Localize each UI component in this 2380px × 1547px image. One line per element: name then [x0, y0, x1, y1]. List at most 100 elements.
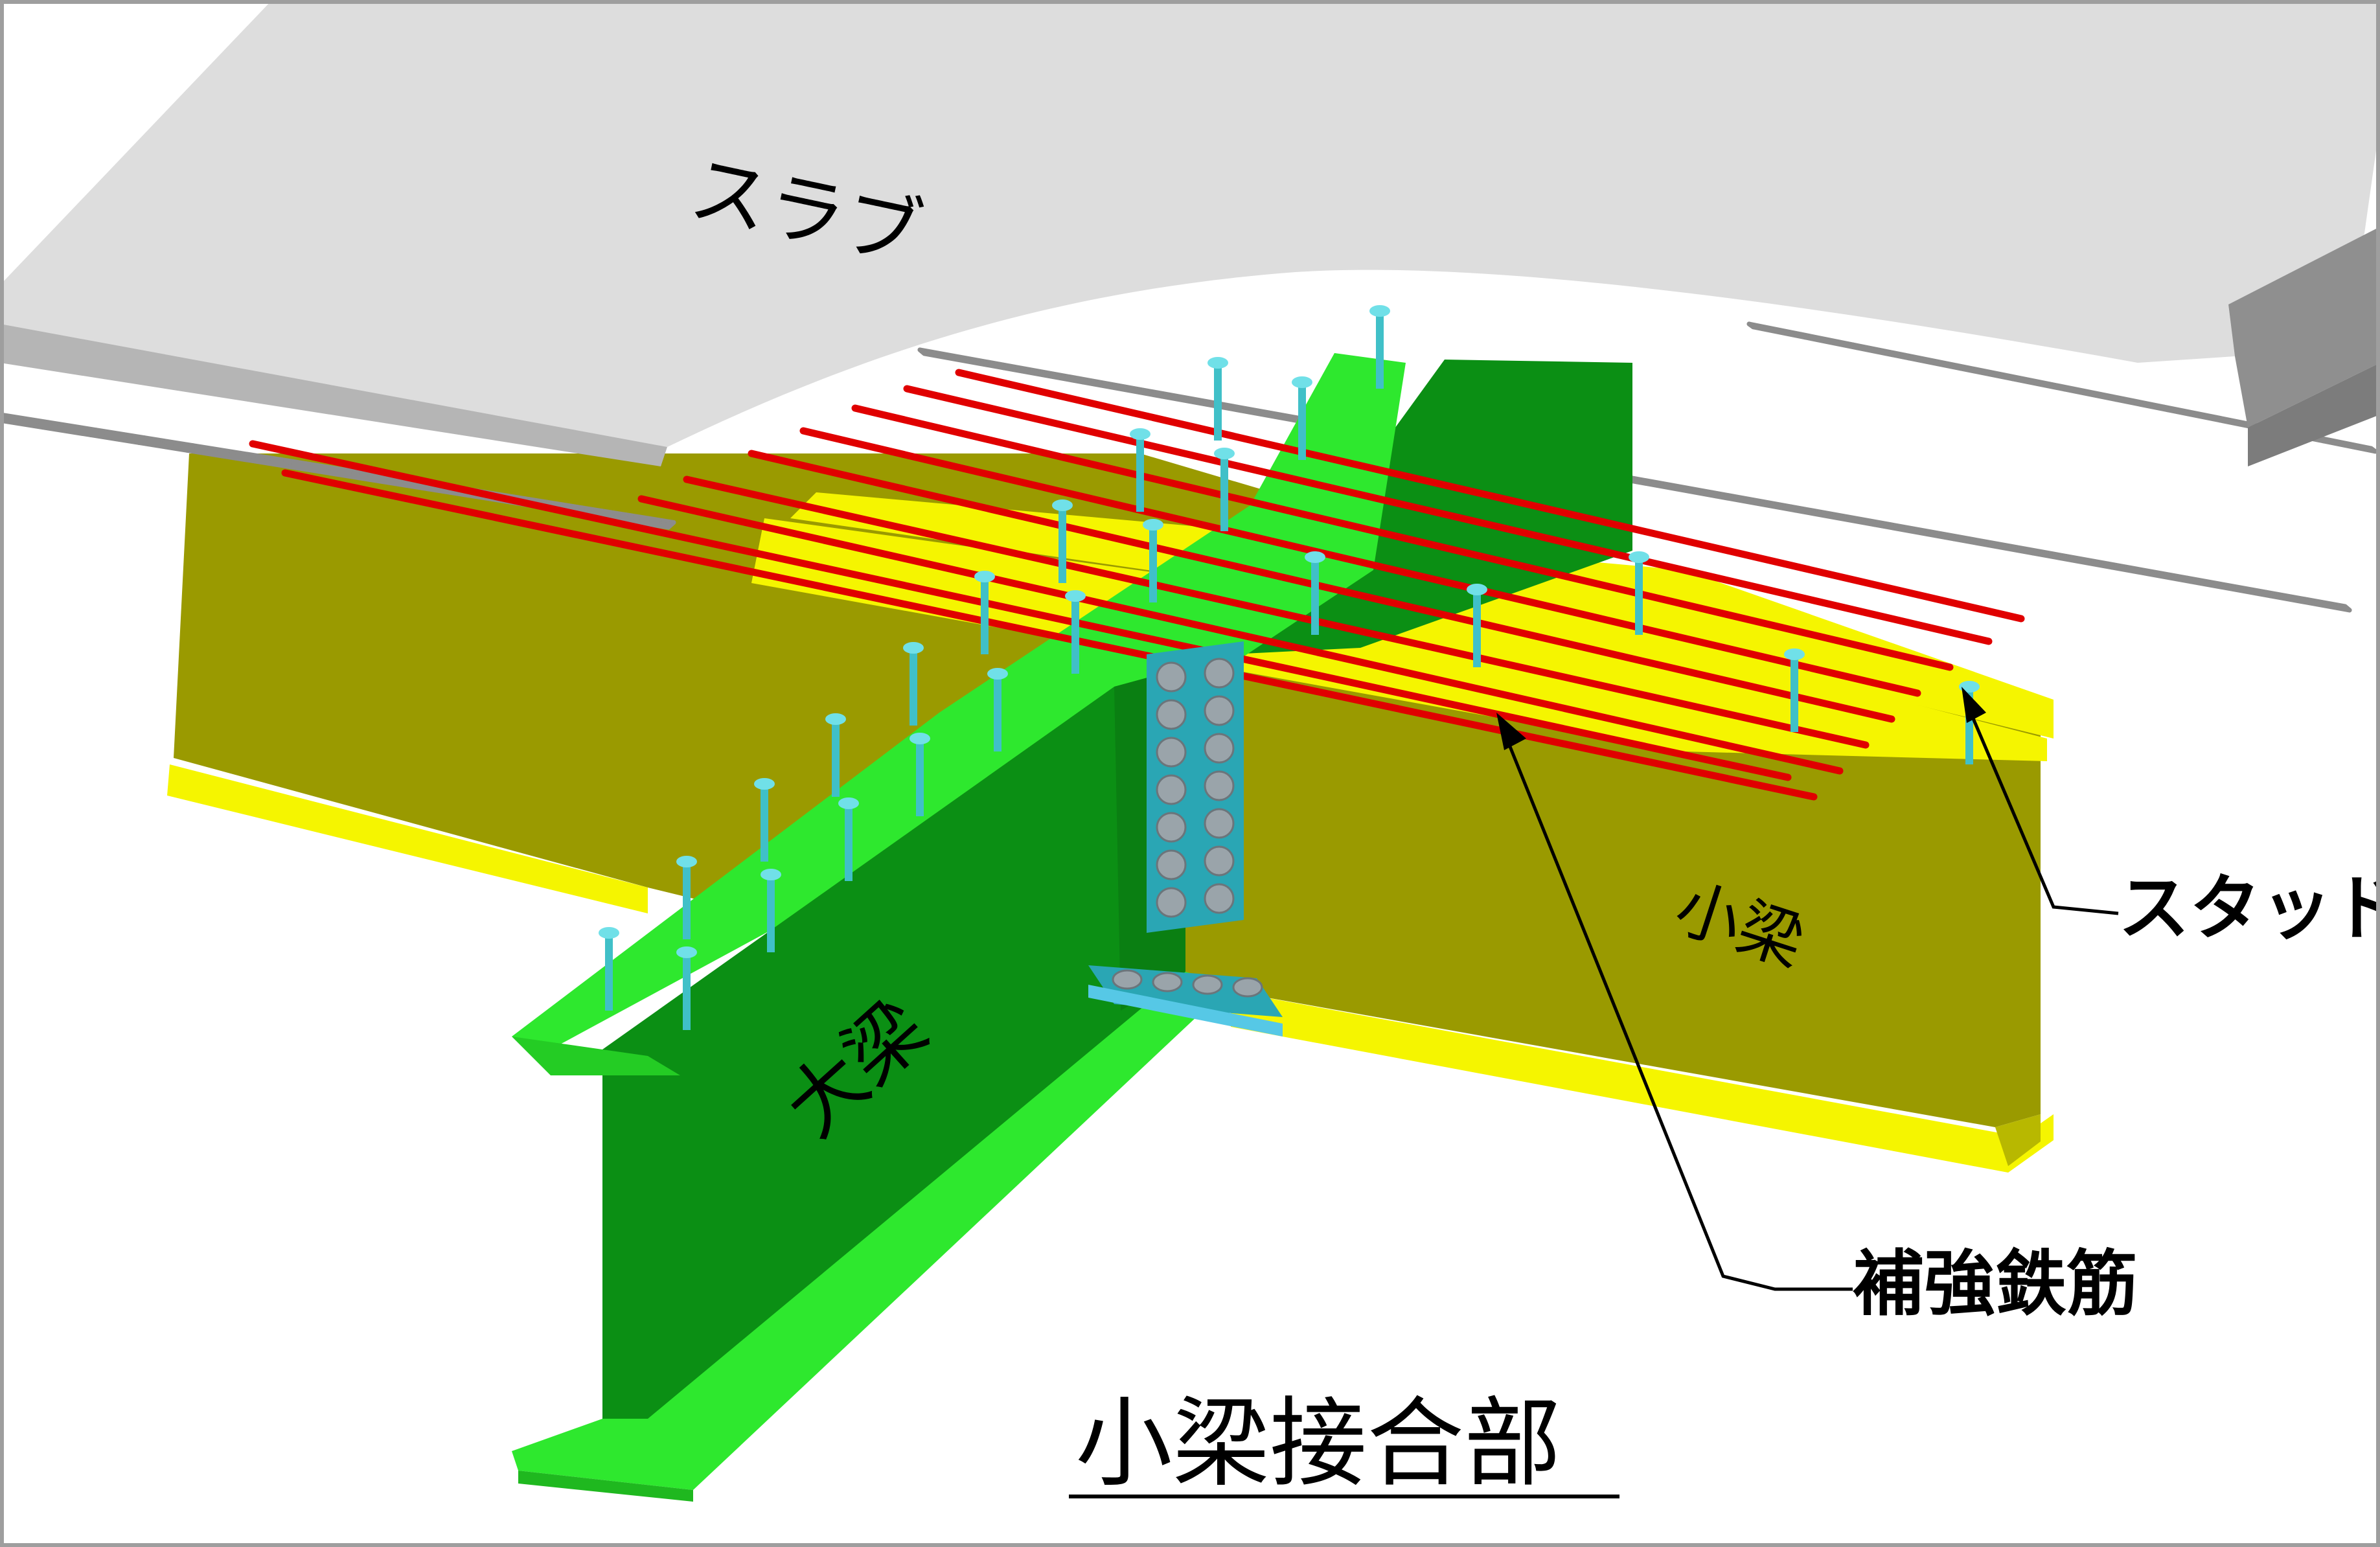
reinforcement-bar [748, 450, 1895, 723]
reinforcement-leader [1507, 744, 1853, 1291]
mesh-bar [1234, 404, 1244, 413]
slab [0, 0, 2380, 466]
reinforcement-bar [799, 427, 1921, 697]
mesh-bar [1788, 504, 1798, 513]
small-beam-bottom-flange-right [1231, 991, 2054, 1173]
headed-stud-icon [761, 869, 781, 952]
reinforcement-label: 補強鉄筋 [1853, 1243, 2138, 1325]
mesh-bar [1709, 490, 1719, 499]
mesh-bar [136, 435, 147, 445]
mesh-bar [2263, 590, 2273, 599]
headed-stud-icon [825, 713, 846, 797]
bolt-head-icon [1204, 883, 1235, 914]
stud-arrowhead [1962, 687, 1986, 723]
headed-stud-icon [1369, 305, 1390, 389]
reinforcement-bar [281, 469, 1818, 801]
slab-top-surface [0, 0, 2380, 447]
headed-stud-icon [1784, 648, 1805, 732]
stud-leader [1967, 709, 2119, 915]
bolt-head-icon [1192, 974, 1223, 995]
headed-stud-icon [838, 797, 859, 881]
headed-stud-icon [1305, 551, 1325, 635]
reinforcement-arrowhead [1496, 713, 1526, 750]
mesh-bar [2109, 394, 2119, 402]
bolt-head-icon [1156, 849, 1187, 880]
headed-stud-icon [1130, 428, 1150, 512]
headed-stud-icon [754, 778, 775, 862]
studs [599, 305, 1980, 1030]
bolt-head-icon [1156, 699, 1187, 730]
mesh-bar [280, 458, 292, 468]
mesh-bar [2006, 373, 2015, 382]
headed-stud-icon [599, 927, 619, 1011]
mesh-bar [2368, 446, 2378, 454]
mesh-bar [233, 450, 243, 461]
headed-stud-icon [910, 733, 930, 816]
mesh-bar [1947, 533, 1956, 542]
main-beam [512, 353, 1632, 1502]
mesh-bar [40, 420, 51, 430]
mesh-bar [2317, 435, 2326, 444]
bolt-head-icon [1232, 977, 1263, 998]
bolt-head-icon [1204, 845, 1235, 877]
headed-stud-icon [1629, 551, 1649, 635]
reinforcement-bar [903, 385, 1993, 645]
mesh-bar [2026, 547, 2035, 556]
bolt-head-icon [1156, 812, 1187, 843]
stud-label: スタッド [2118, 867, 2380, 950]
headed-stud-icon [1065, 590, 1086, 674]
slab-right-side [2228, 227, 2380, 428]
flange-splice-plate [1088, 965, 1283, 1037]
reinforcement-bar [955, 369, 2025, 623]
mesh-bar [2105, 561, 2114, 570]
mesh-bar [996, 361, 1006, 371]
headed-stud-icon [1214, 448, 1235, 531]
headed-stud-icon [676, 946, 697, 1030]
mesh-bar [617, 512, 628, 522]
mesh-bar [377, 474, 387, 484]
mesh-bar [1868, 518, 1877, 527]
mesh-bar [1798, 332, 1808, 340]
headed-stud-icon [676, 856, 697, 939]
bolt-head-icon [1204, 770, 1235, 801]
headed-stud-icon [1467, 584, 1487, 667]
mesh-bar [1155, 390, 1165, 399]
flange-bolts [1112, 969, 1263, 998]
mesh-bar [1850, 342, 1860, 350]
reinforcement-bar [249, 440, 1792, 781]
bolt-head-icon [1156, 661, 1187, 693]
web-splice-plate [1147, 641, 1244, 933]
diagram-title: 小梁接合部 [1075, 1388, 1561, 1500]
bolt-head-icon [1112, 969, 1143, 990]
mesh-bar [185, 443, 195, 453]
mesh-bar [2057, 384, 2067, 392]
reinforcement-bars [249, 369, 2025, 801]
small-beam-bottom-flange [167, 764, 648, 913]
mesh-bar [917, 347, 927, 356]
bolt-head-icon [1204, 658, 1235, 689]
main-beam-top-flange-front [512, 1037, 680, 1075]
headed-stud-icon [974, 571, 995, 654]
reinforcement-bar [637, 495, 1844, 775]
reinforcement-bar [851, 404, 1954, 671]
bolt-head-icon [1204, 733, 1235, 764]
mesh-bar [88, 428, 99, 437]
mesh-bar [2184, 575, 2194, 584]
headed-stud-icon [1052, 499, 1073, 583]
headed-stud-icon [1207, 357, 1228, 441]
bolt-head-icon [1156, 887, 1187, 918]
mesh-bar [1630, 476, 1640, 485]
main-beam-bottom-flange [512, 972, 1231, 1490]
bolt-head-icon [1204, 808, 1235, 839]
mesh-bar [666, 520, 676, 530]
mesh-bar [329, 466, 339, 476]
headed-stud-icon [987, 668, 1008, 751]
bolt-head-icon [1156, 737, 1187, 768]
mesh-bar [2161, 404, 2171, 413]
main-beam-web [602, 667, 1185, 1471]
mesh-bar [1075, 376, 1085, 385]
mesh-bar [1902, 352, 1912, 361]
